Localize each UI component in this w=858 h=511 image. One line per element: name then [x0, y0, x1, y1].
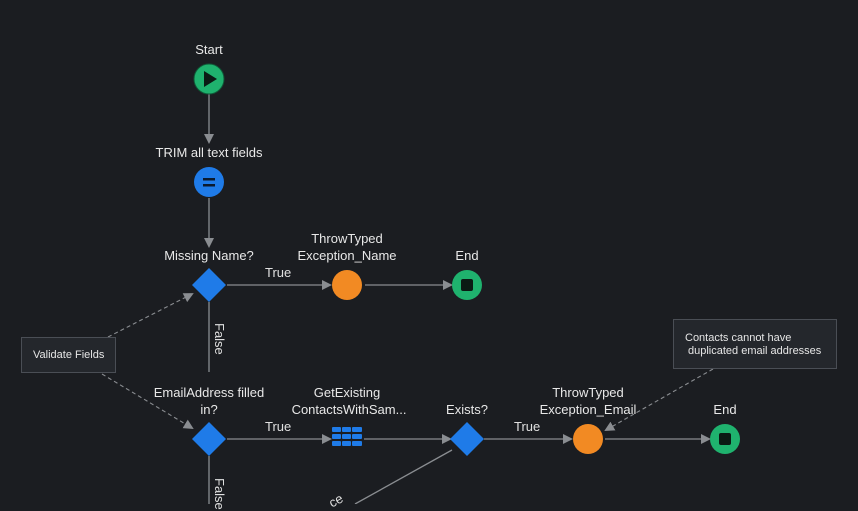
edge-label-false-1: False — [212, 323, 227, 355]
get-existing-label-2: ContactsWithSam... — [291, 402, 407, 417]
validate-fields-text: Validate Fields — [33, 349, 105, 361]
end2-label: End — [713, 402, 737, 417]
edge-label-false-2: False — [212, 478, 227, 510]
exists-decision[interactable] — [450, 422, 484, 456]
edge-label-true-3: True — [514, 419, 541, 434]
edge-label-true-2: True — [265, 419, 292, 434]
start-label: Start — [195, 42, 223, 57]
trim-node[interactable] — [194, 167, 224, 197]
throw-name-label-1: ThrowTyped — [311, 231, 383, 246]
equals-icon — [203, 178, 215, 187]
throw-email-label-1: ThrowTyped — [552, 385, 624, 400]
contacts-note[interactable]: Contacts cannot have duplicated email ad… — [673, 319, 837, 369]
throw-email-node[interactable] — [573, 424, 603, 454]
missing-name-label: Missing Name? — [164, 248, 254, 263]
contacts-note-line-2: duplicated email addresses — [688, 345, 822, 357]
table-icon[interactable] — [332, 427, 362, 446]
end1-label: End — [455, 248, 479, 263]
trim-label: TRIM all text fields — [155, 145, 263, 160]
throw-email-label-2: Exception_Email — [539, 402, 637, 417]
connectors — [204, 94, 711, 504]
exists-label: Exists? — [446, 402, 488, 417]
start-node[interactable] — [193, 63, 225, 95]
end-node-2[interactable] — [710, 424, 740, 454]
validate-fields-note[interactable]: Validate Fields — [21, 337, 116, 373]
note-link-missing — [107, 293, 194, 338]
throw-name-node[interactable] — [332, 270, 362, 300]
get-existing-label-1: GetExisting — [313, 385, 381, 400]
missing-name-decision[interactable] — [192, 268, 226, 302]
stop-icon — [461, 279, 473, 291]
email-filled-label-2: in? — [200, 402, 218, 417]
note-link-email — [101, 373, 194, 430]
end-node-1[interactable] — [452, 270, 482, 300]
throw-name-label-2: Exception_Name — [297, 248, 397, 263]
contacts-note-line-1: Contacts cannot have — [685, 332, 792, 344]
email-filled-label-1: EmailAddress filled — [153, 385, 265, 400]
play-icon — [204, 71, 217, 87]
edge-exists-false — [354, 449, 453, 504]
edge-label-true-1: True — [265, 265, 292, 280]
stop-icon — [719, 433, 731, 445]
email-filled-decision[interactable] — [192, 422, 226, 456]
